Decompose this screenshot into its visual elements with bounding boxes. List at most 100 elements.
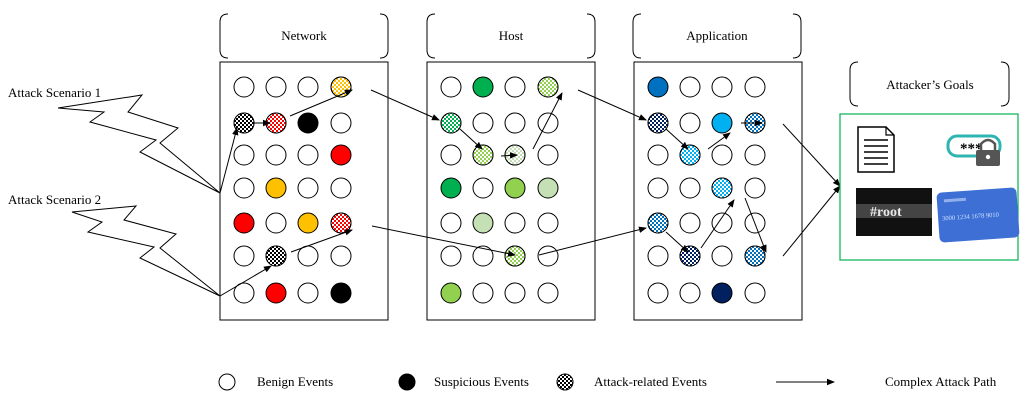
scenario-1-lightning-icon	[57, 94, 221, 194]
path-arrow	[744, 197, 767, 253]
host-event-benign	[504, 112, 526, 134]
network-event-colored	[330, 144, 352, 166]
path-arrow	[219, 265, 272, 297]
legend-label-suspicious: Suspicious Events	[434, 374, 529, 389]
path-arrow	[782, 123, 841, 187]
application-event-attack	[647, 112, 669, 134]
scenario-2-label: Attack Scenario 2	[8, 192, 101, 207]
network-event-benign	[297, 144, 319, 166]
path-arrow	[290, 229, 353, 253]
host-event-attack	[537, 76, 559, 98]
credit-card-icon: 3000 1234 1678 9010	[936, 187, 1020, 243]
network-event-benign	[297, 76, 319, 98]
host-event-colored	[504, 177, 526, 199]
layer-header-network: Network	[219, 13, 389, 59]
host-event-benign	[537, 245, 559, 267]
network-event-attack	[233, 112, 255, 134]
network-event-benign	[297, 177, 319, 199]
application-event-benign	[647, 144, 669, 166]
goals-header: Attacker’s Goals	[849, 61, 1010, 107]
path-arrow	[289, 89, 353, 117]
host-event-colored	[472, 212, 494, 234]
application-event-colored	[711, 282, 733, 304]
network-event-colored	[297, 212, 319, 234]
network-event-benign	[265, 212, 287, 234]
scenario-2-lightning-icon	[71, 205, 221, 297]
application-event-benign	[647, 282, 669, 304]
path-arrow	[532, 92, 563, 150]
host-event-attack	[472, 144, 494, 166]
host-event-benign	[472, 177, 494, 199]
path-arrow	[370, 89, 440, 121]
path-arrow	[219, 127, 239, 194]
path-arrow	[700, 199, 735, 249]
network-event-benign	[297, 282, 319, 304]
host-event-benign	[472, 112, 494, 134]
attack-paths	[219, 89, 841, 297]
host-event-benign	[504, 282, 526, 304]
legend-label-attack: Attack-related Events	[594, 374, 707, 389]
legend: Benign Events Suspicious Events Attack-r…	[218, 373, 997, 391]
application-event-attack	[744, 245, 766, 267]
application-event-benign	[744, 144, 766, 166]
layer-label-host: Host	[499, 28, 524, 43]
legend-label-benign: Benign Events	[257, 374, 333, 389]
path-arrow	[665, 128, 689, 150]
host-event-benign	[440, 144, 462, 166]
application-panel	[633, 61, 803, 321]
network-event-benign	[265, 144, 287, 166]
path-arrow	[459, 128, 483, 150]
path-arrow	[782, 185, 841, 257]
network-event-attack	[330, 76, 352, 98]
layer-label-network: Network	[281, 28, 327, 43]
host-panel	[426, 61, 596, 321]
host-event-benign	[440, 76, 462, 98]
path-arrow	[500, 152, 518, 159]
host-event-benign	[440, 212, 462, 234]
host-event-colored	[440, 177, 462, 199]
network-panel	[219, 61, 389, 321]
network-event-benign	[233, 177, 255, 199]
network-event-benign	[330, 245, 352, 267]
network-event-colored	[265, 177, 287, 199]
host-event-benign	[504, 76, 526, 98]
application-event-attack	[647, 212, 669, 234]
network-event-attack	[330, 212, 352, 234]
path-arrow	[371, 225, 516, 257]
application-event-benign	[679, 76, 701, 98]
suspicious-circle-icon	[398, 373, 416, 391]
legend-label-path: Complex Attack Path	[885, 374, 997, 389]
application-event-attack	[679, 144, 701, 166]
attack-circle-icon	[556, 373, 574, 391]
application-event-benign	[679, 112, 701, 134]
host-event-benign	[537, 212, 559, 234]
host-event-benign	[537, 282, 559, 304]
document-icon	[857, 126, 895, 173]
network-event-benign	[265, 76, 287, 98]
application-event-colored	[647, 76, 669, 98]
host-event-colored	[537, 177, 559, 199]
network-event-suspicious	[330, 282, 352, 304]
application-event-benign	[744, 76, 766, 98]
network-event-attack	[265, 245, 287, 267]
network-event-colored	[265, 282, 287, 304]
host-event-benign	[472, 282, 494, 304]
goals-label: Attacker’s Goals	[886, 77, 973, 92]
application-event-benign	[744, 282, 766, 304]
path-arrow	[538, 226, 647, 256]
network-event-benign	[330, 112, 352, 134]
benign-circle-icon	[218, 373, 236, 391]
host-event-benign	[537, 144, 559, 166]
application-event-benign	[711, 144, 733, 166]
application-event-benign	[711, 245, 733, 267]
network-event-benign	[233, 282, 255, 304]
host-event-colored	[472, 76, 494, 98]
application-event-benign	[679, 282, 701, 304]
host-event-benign	[440, 245, 462, 267]
application-event-benign	[744, 177, 766, 199]
host-event-benign	[504, 212, 526, 234]
network-event-benign	[233, 245, 255, 267]
application-event-benign	[711, 76, 733, 98]
application-event-benign	[647, 177, 669, 199]
